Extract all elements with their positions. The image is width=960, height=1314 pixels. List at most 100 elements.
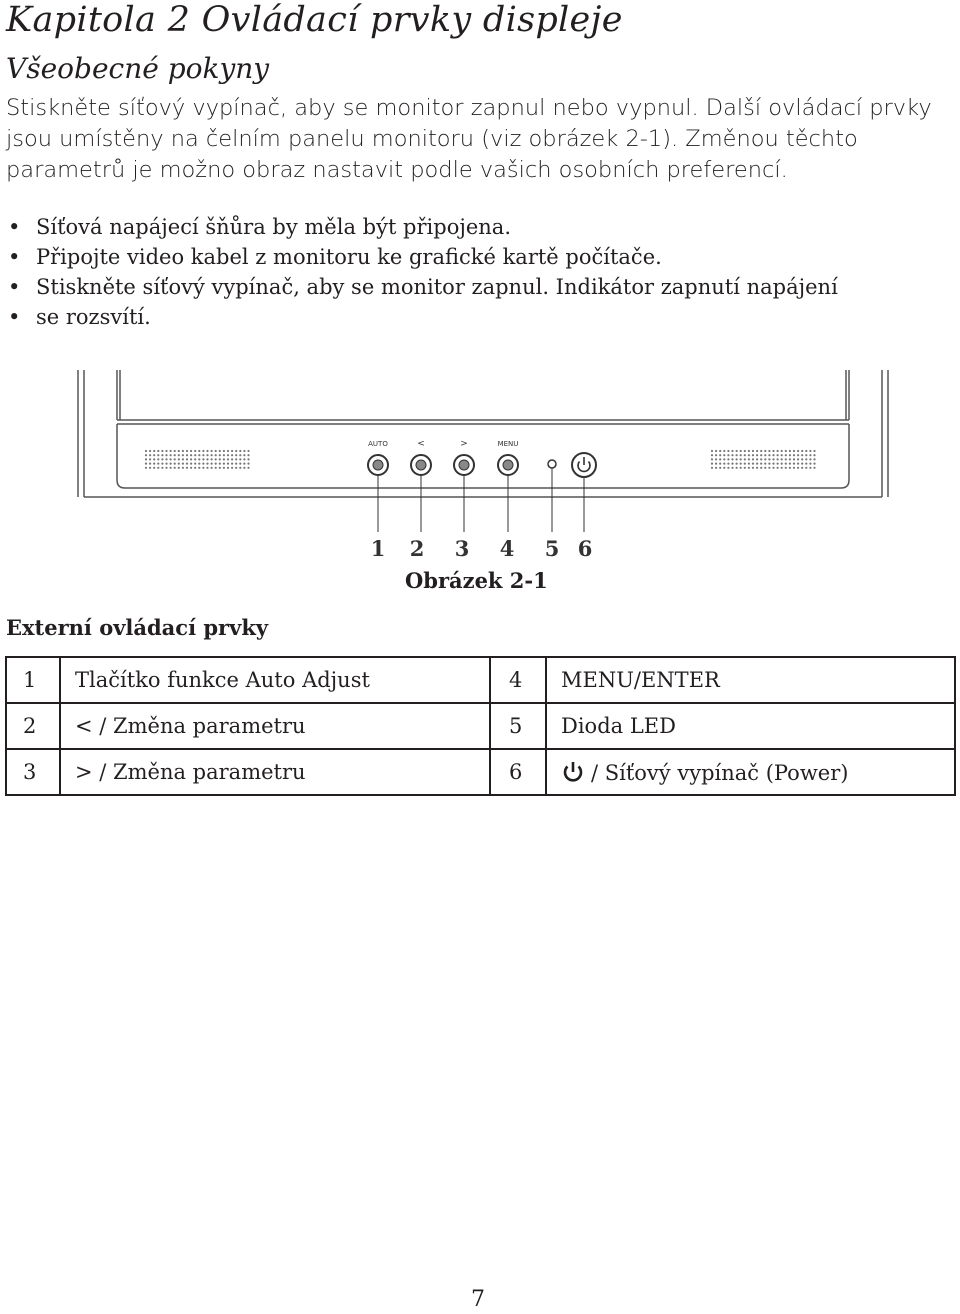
grille-hole <box>792 466 796 469</box>
grille-hole <box>797 449 800 453</box>
grille-hole <box>169 462 172 465</box>
grille-hole <box>185 454 189 457</box>
grille-hole <box>735 462 738 465</box>
grille-hole <box>801 466 804 469</box>
grille-hole <box>214 454 217 457</box>
list-item: Síťová napájecí šňůra by měla být připoj… <box>6 212 946 242</box>
grille-hole <box>198 466 201 469</box>
grille-hole <box>784 454 787 457</box>
grille-hole <box>756 466 759 469</box>
grille-hole <box>214 462 217 465</box>
grille-hole <box>727 454 730 457</box>
grille-hole <box>173 458 176 461</box>
grille-hole <box>202 466 205 469</box>
grille-hole <box>772 449 775 453</box>
grille-hole <box>776 462 779 465</box>
grille-hole <box>144 466 148 469</box>
grille-hole <box>165 462 168 465</box>
grille-hole <box>756 462 759 465</box>
grille-hole <box>776 449 779 453</box>
grille-hole <box>206 454 209 457</box>
grille-hole <box>239 466 242 469</box>
grille-hole <box>218 454 221 457</box>
grille-hole <box>190 454 193 457</box>
grille-hole <box>194 458 197 461</box>
table-row: 2 < / Změna parametru 5 Dioda LED <box>5 702 956 750</box>
grille-hole <box>813 466 816 469</box>
grille-hole <box>198 458 201 461</box>
grille-hole <box>231 462 234 465</box>
led-indicator <box>547 459 557 469</box>
grille-hole <box>809 466 812 469</box>
grille-hole <box>764 449 767 453</box>
grille-hole <box>719 466 722 469</box>
grille-hole <box>185 449 189 453</box>
grille-hole <box>735 454 738 457</box>
grille-hole <box>723 454 726 457</box>
grille-hole <box>165 454 168 457</box>
grille-hole <box>214 449 217 453</box>
grille-hole <box>739 458 742 461</box>
table-row: 3 > / Změna parametru 6 / Síťový vypínač… <box>5 748 956 796</box>
auto-button-label: AUTO <box>368 440 388 448</box>
grille-hole <box>805 458 808 461</box>
grille-hole <box>169 466 172 469</box>
grille-hole <box>157 458 160 461</box>
power-icon <box>563 761 583 782</box>
grille-hole <box>218 462 221 465</box>
grille-hole <box>144 454 148 457</box>
grille-hole <box>723 462 726 465</box>
callout-number: 1 <box>371 536 386 561</box>
grille-hole <box>177 466 180 469</box>
grille-hole <box>198 449 201 453</box>
grille-hole <box>797 462 800 465</box>
control-label: > / Změna parametru <box>59 748 491 796</box>
grille-hole <box>776 466 779 469</box>
grille-hole <box>784 458 787 461</box>
grille-hole <box>210 454 213 457</box>
grille-hole <box>788 454 792 457</box>
speaker-grille-right <box>710 449 816 469</box>
grille-hole <box>173 466 176 469</box>
callout-number: 2 <box>410 536 425 561</box>
grille-hole <box>153 449 156 453</box>
controls-table: 1 Tlačítko funkce Auto Adjust 4 MENU/ENT… <box>5 656 956 796</box>
grille-hole <box>792 462 796 465</box>
list-item-continuation: se rozsvítí. <box>6 302 946 332</box>
grille-hole <box>243 466 246 469</box>
grille-hole <box>719 458 722 461</box>
grille-hole <box>239 458 242 461</box>
grille-hole <box>161 449 164 453</box>
grille-hole <box>780 454 783 457</box>
grille-hole <box>226 454 230 457</box>
auto-button <box>367 454 389 476</box>
grille-hole <box>149 458 152 461</box>
grille-hole <box>210 466 213 469</box>
grille-hole <box>710 462 714 465</box>
grille-hole <box>194 454 197 457</box>
callout-number: 6 <box>578 536 593 561</box>
grille-hole <box>194 466 197 469</box>
grille-hole <box>735 449 738 453</box>
grille-hole <box>247 466 250 469</box>
grille-hole <box>723 466 726 469</box>
grille-hole <box>194 449 197 453</box>
grille-hole <box>768 454 771 457</box>
grille-hole <box>723 449 726 453</box>
grille-hole <box>181 449 184 453</box>
grille-hole <box>792 449 796 453</box>
grille-hole <box>149 462 152 465</box>
grille-hole <box>739 449 742 453</box>
grille-hole <box>809 458 812 461</box>
grille-hole <box>801 454 804 457</box>
grille-hole <box>727 466 730 469</box>
callout-number: 3 <box>455 536 470 561</box>
callout-number: 5 <box>545 536 560 561</box>
grille-hole <box>780 466 783 469</box>
grille-hole <box>739 466 742 469</box>
grille-hole <box>206 449 209 453</box>
control-label-power: / Síťový vypínač (Power) <box>545 748 956 796</box>
grille-hole <box>780 458 783 461</box>
grille-hole <box>157 462 160 465</box>
grille-hole <box>772 458 775 461</box>
